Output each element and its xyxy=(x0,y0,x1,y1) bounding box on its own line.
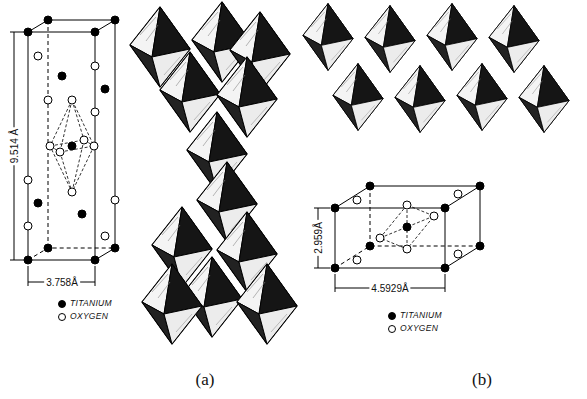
legend-text: TITANIUM xyxy=(400,311,442,320)
anatase-atoms xyxy=(24,16,119,321)
dimension-label: 4.5929Å xyxy=(369,283,410,294)
panel-label: (a) xyxy=(196,371,215,390)
rutile-cell xyxy=(314,186,480,292)
dimension-label: 2.959Å xyxy=(313,220,324,256)
rutile-atoms xyxy=(331,182,484,333)
anatase-octahedra xyxy=(130,2,297,344)
legend-text: OXYGEN xyxy=(400,324,438,333)
rutile-octahedra xyxy=(303,4,569,133)
dimension-label: 9.514 Å xyxy=(9,127,20,165)
panel-label: (b) xyxy=(472,371,492,390)
anatase-cell xyxy=(10,20,115,286)
legend-text: TITANIUM xyxy=(70,299,112,308)
legend-text: OXYGEN xyxy=(70,312,108,321)
dimension-label: 3.758Å xyxy=(44,277,80,288)
